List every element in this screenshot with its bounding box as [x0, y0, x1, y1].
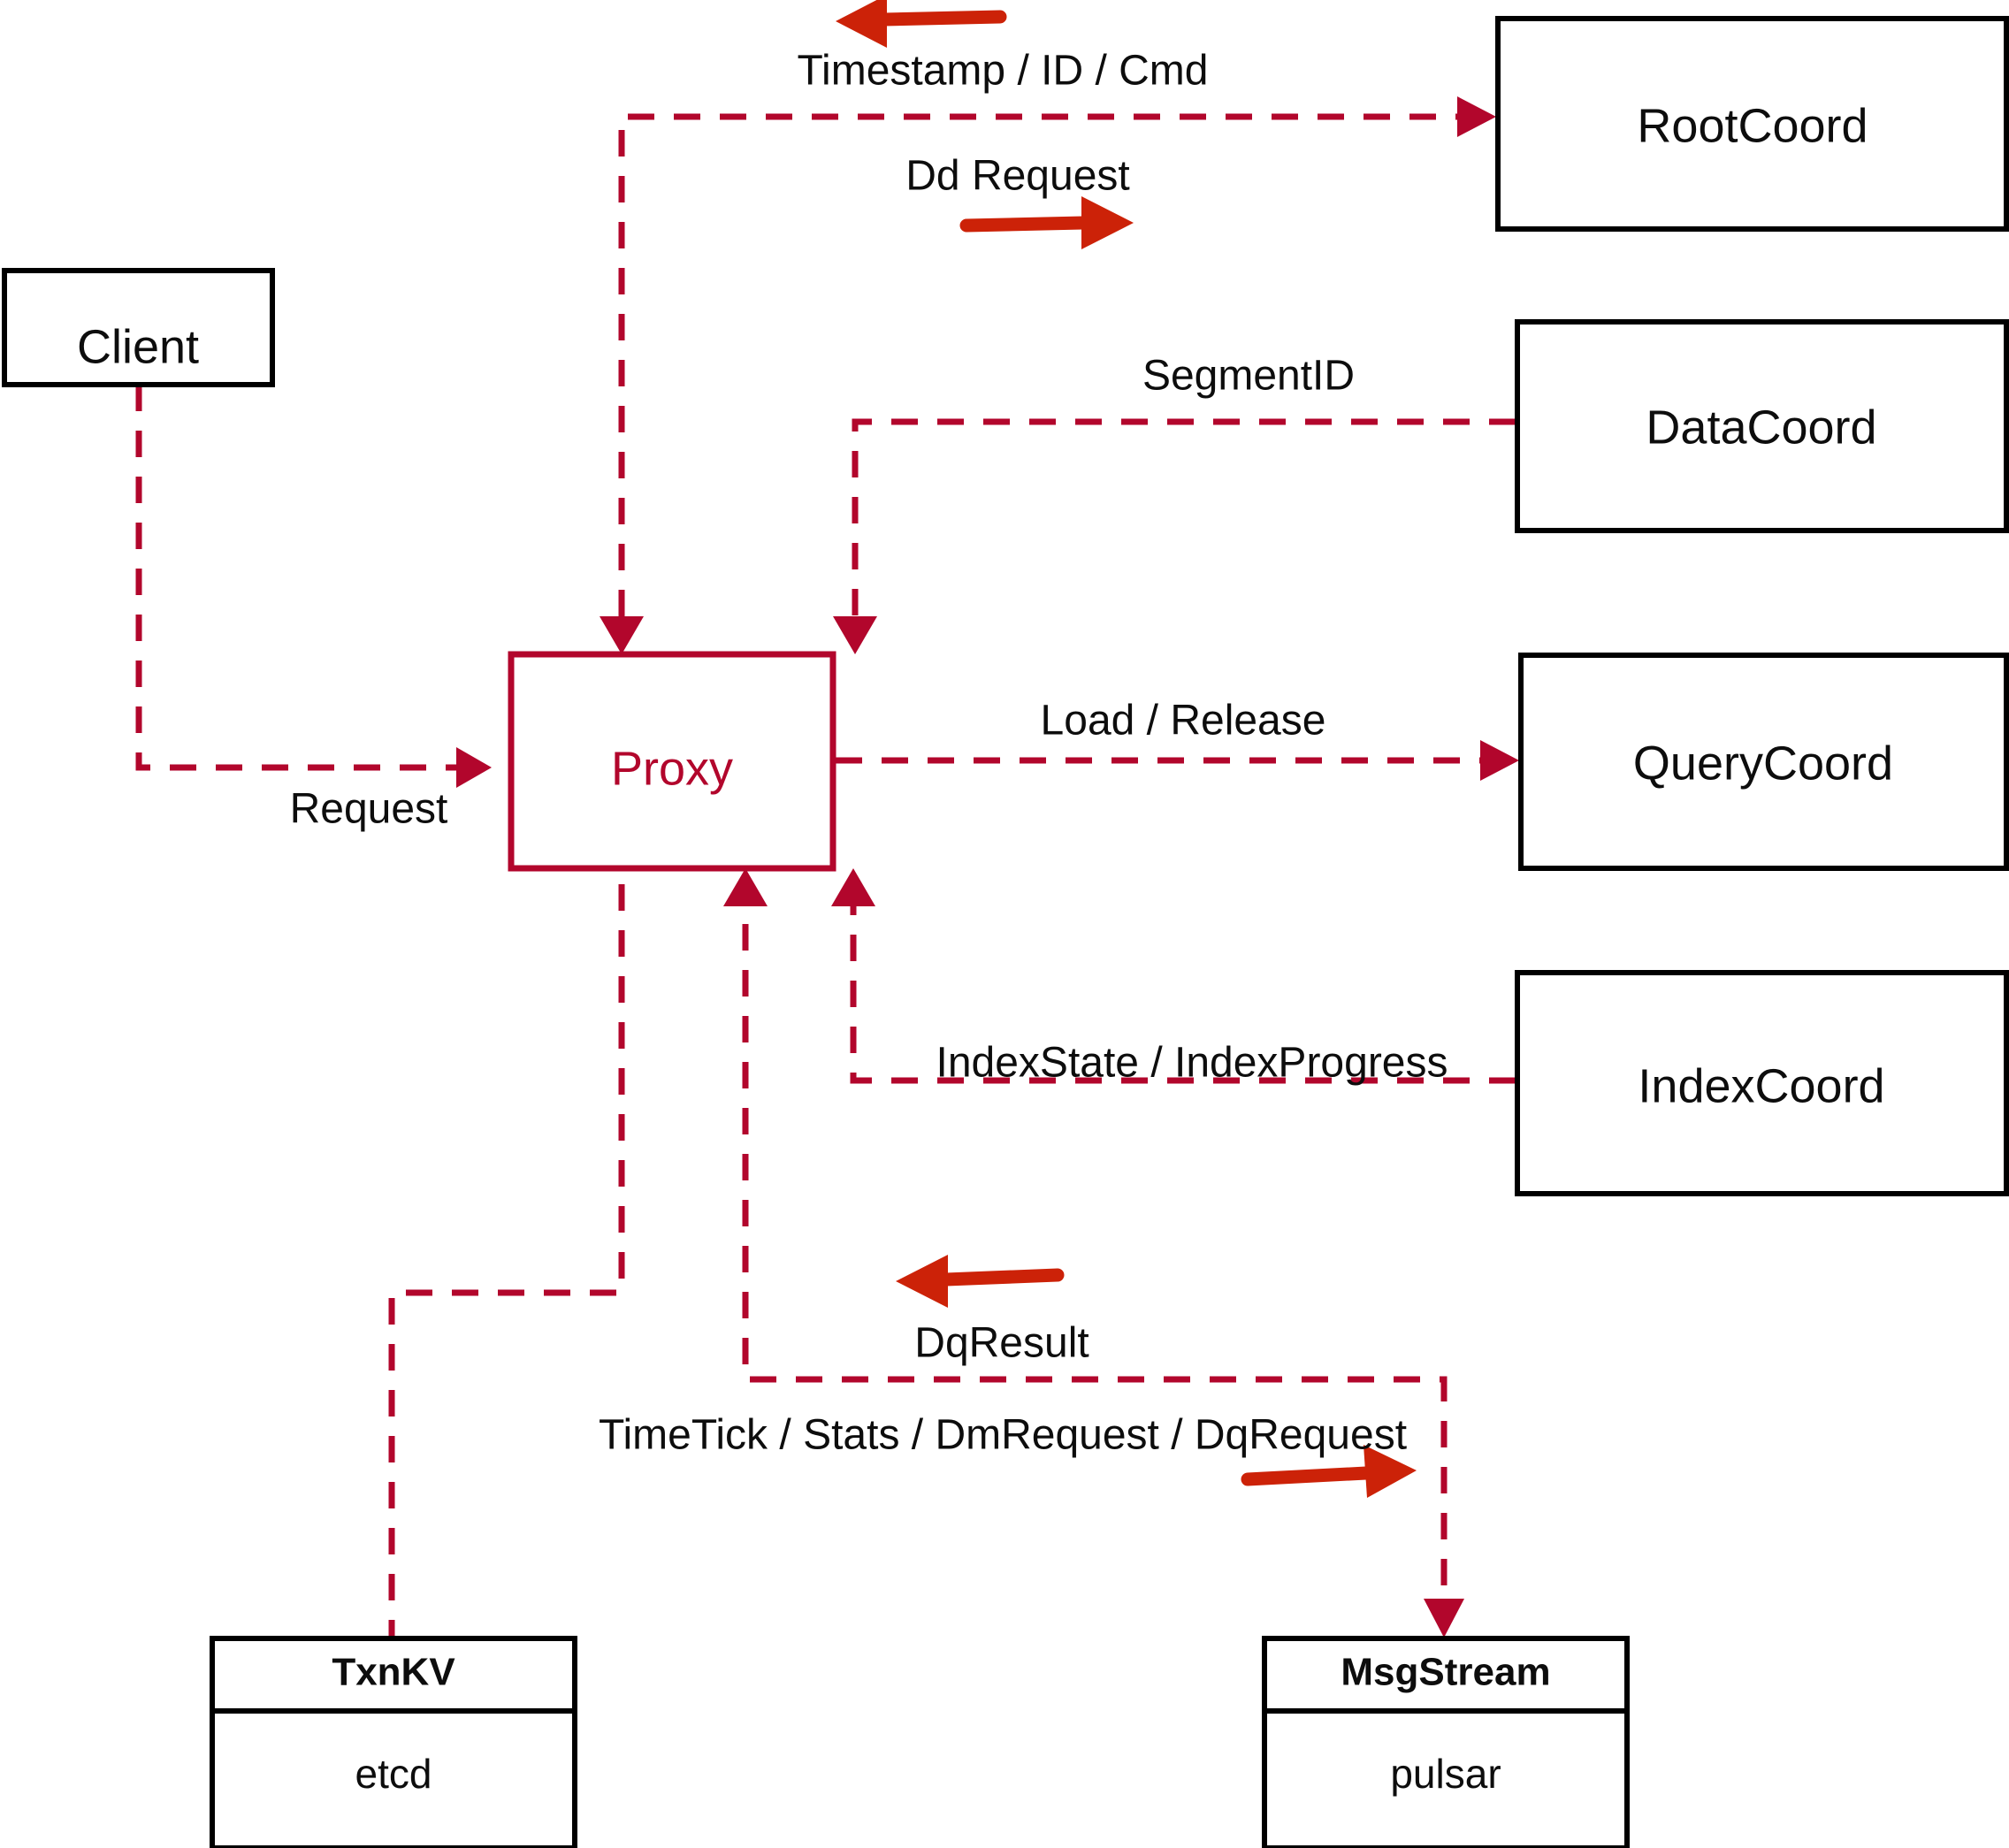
node-msgstream-impl-label: pulsar: [1390, 1751, 1501, 1797]
node-proxy-label: Proxy: [611, 742, 733, 795]
node-root-coord[interactable]: RootCoord: [1495, 16, 2009, 232]
edge-label-load-release: Load / Release: [1041, 698, 1326, 745]
node-client[interactable]: Client: [2, 268, 275, 387]
node-query-coord-label: QueryCoord: [1633, 737, 1893, 790]
node-index-coord-label: IndexCoord: [1638, 1059, 1884, 1112]
arrow-timestamp-id-cmd: [836, 0, 1007, 48]
node-txnkv-label: TxnKV: [332, 1651, 455, 1694]
edge-dq-result-path: [742, 884, 1448, 1631]
edge-client-request-path: [135, 385, 477, 771]
node-client-box: [2, 268, 275, 387]
node-msgstream[interactable]: MsgStream pulsar: [1262, 1636, 1630, 1848]
edge-dq-result-msgstream-arrowhead: [1424, 1599, 1464, 1638]
edge-index-state-arrowhead: [831, 868, 875, 906]
node-data-coord[interactable]: DataCoord: [1515, 319, 2009, 533]
node-client-label: Client: [77, 320, 199, 373]
arrow-dq-request: [1241, 1445, 1417, 1498]
node-proxy[interactable]: Proxy: [508, 651, 836, 872]
edge-index-state-path: [850, 884, 1516, 1084]
edge-client-request-arrowhead: [456, 747, 492, 788]
edge-dd-request-arrowhead: [1457, 96, 1496, 137]
edge-label-dd-request: Dd Request: [905, 153, 1129, 200]
node-msgstream-box: [1262, 1636, 1630, 1848]
edge-label-segment-id: SegmentID: [1142, 353, 1355, 400]
node-query-coord-box: [1518, 653, 2009, 871]
edge-segment-id-path: [852, 418, 1516, 638]
edge-dq-result-arrowhead: [723, 868, 768, 906]
edge-label-client-request: Request: [290, 786, 448, 833]
node-query-coord[interactable]: QueryCoord: [1518, 653, 2009, 871]
edge-segment-id-arrowhead: [833, 616, 877, 654]
node-msgstream-label: MsgStream: [1341, 1651, 1550, 1694]
node-data-coord-box: [1515, 319, 2009, 533]
node-index-coord-box: [1515, 970, 2009, 1196]
node-txnkv[interactable]: TxnKV etcd: [210, 1636, 577, 1848]
arrow-dd-request: [959, 196, 1134, 249]
edge-timestamp-id-cmd-arrowhead: [600, 616, 644, 654]
node-root-coord-box: [1495, 16, 2009, 232]
edge-label-timestamp-id-cmd: Timestamp / ID / Cmd: [798, 48, 1209, 95]
edge-label-timetick-stats: TimeTick / Stats / DmRequest / DqRequest: [599, 1412, 1407, 1459]
node-index-coord[interactable]: IndexCoord: [1515, 970, 2009, 1196]
edge-label-index-state: IndexState / IndexProgress: [936, 1040, 1448, 1087]
node-proxy-box: [508, 651, 836, 872]
edge-timestamp-id-cmd-path: [618, 113, 1482, 638]
node-txnkv-impl-label: etcd: [355, 1751, 432, 1797]
edge-txnkv-path: [388, 884, 625, 1637]
node-root-coord-label: RootCoord: [1637, 99, 1868, 152]
edge-label-dq-result: DqResult: [914, 1320, 1089, 1367]
arrow-dq-result: [896, 1255, 1065, 1308]
edge-load-release-arrowhead: [1480, 740, 1519, 781]
node-data-coord-label: DataCoord: [1646, 401, 1876, 454]
node-txnkv-box: [210, 1636, 577, 1848]
